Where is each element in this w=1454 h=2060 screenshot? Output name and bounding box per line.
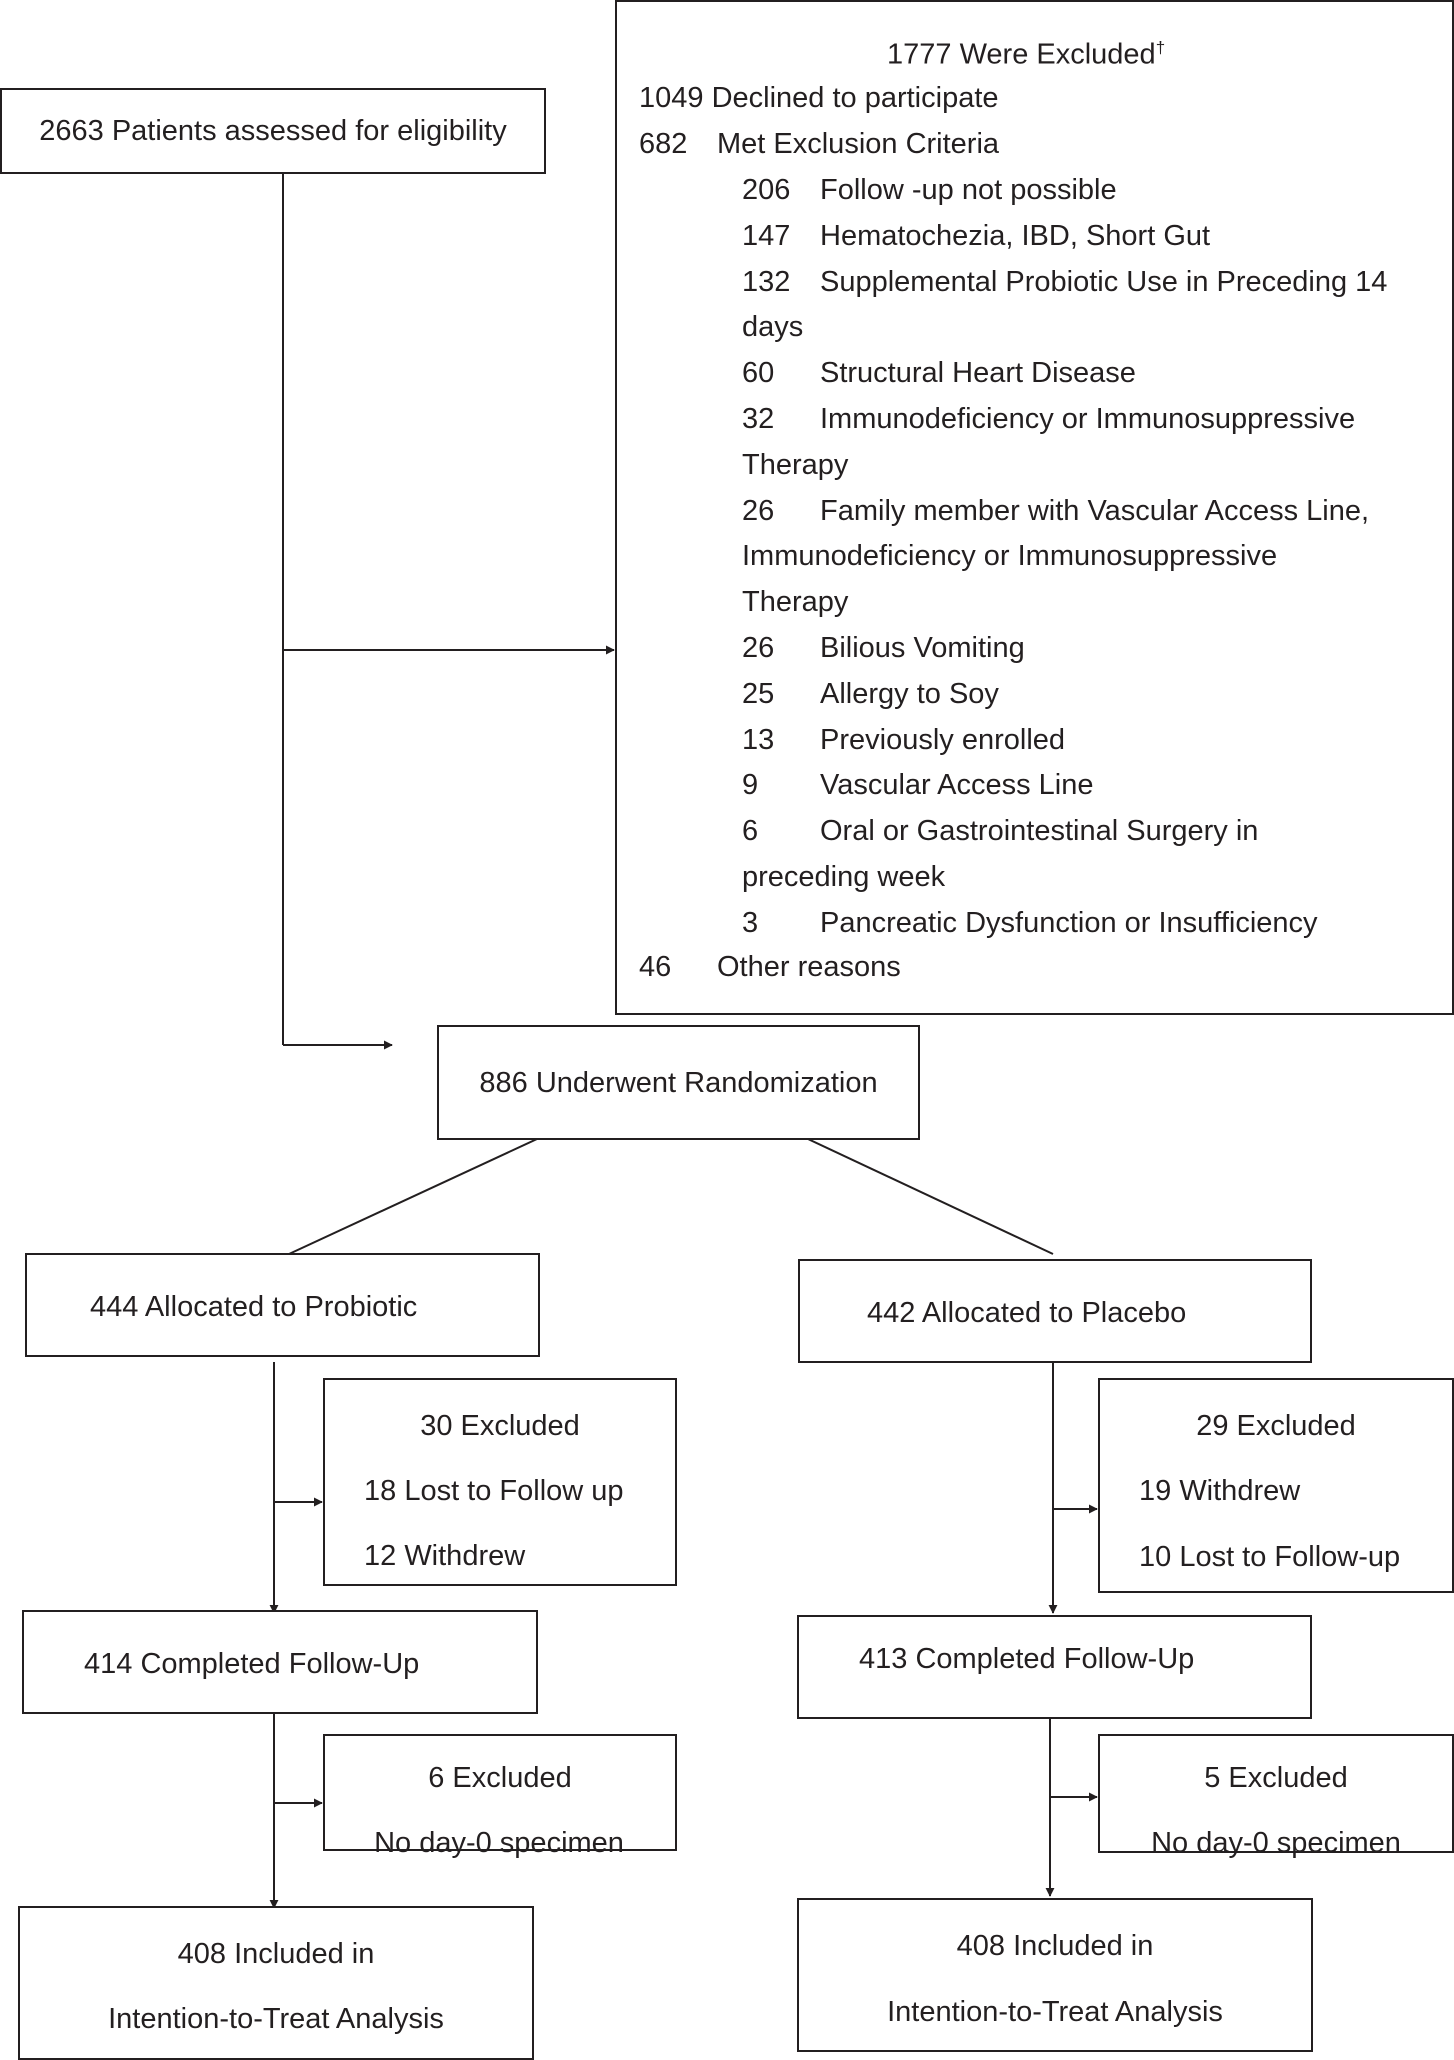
criterion-count: 26	[742, 632, 775, 664]
criterion-count: 9	[742, 769, 759, 802]
criterion-count: 147	[742, 219, 791, 252]
criterion-count: 25	[742, 677, 775, 710]
assessed-box: 2663 Patients assessed for eligibility	[0, 88, 546, 174]
probiotic-included-box: 408 Included in Intention-to-Treat Analy…	[18, 1906, 534, 2060]
other-reasons-label: Other reasons	[717, 951, 901, 983]
probiotic-excluded-box-2: 6 Excluded No day-0 specimen	[323, 1734, 677, 1858]
probiotic-excluded-1-title: 30 Excluded	[420, 1410, 580, 1442]
placebo-excluded-1-line: 19 Withdrew	[1139, 1475, 1301, 1507]
placebo-allocated-label: 442 Allocated to Placebo	[867, 1297, 1187, 1329]
placebo-included-line-2: Intention-to-Treat Analysis	[887, 1996, 1223, 2028]
placebo-excluded-2-line: No day-0 specimen	[1151, 1827, 1401, 1859]
placebo-completed-label: 413 Completed Follow-Up	[859, 1643, 1195, 1675]
criterion-label: Oral or Gastrointestinal Surgery in	[820, 815, 1259, 848]
criterion-label: Allergy to Soy	[820, 677, 999, 710]
probiotic-allocated-label: 444 Allocated to Probiotic	[90, 1291, 418, 1323]
assessed-label: 2663 Patients assessed for eligibility	[39, 115, 507, 147]
criterion-label: Bilious Vomiting	[820, 632, 1025, 664]
probiotic-completed-box: 414 Completed Follow-Up	[22, 1610, 538, 1714]
probiotic-included-line-2: Intention-to-Treat Analysis	[108, 2003, 444, 2035]
criterion-label-continuation: days	[742, 311, 804, 344]
randomization-box: 886 Underwent Randomization	[437, 1025, 920, 1140]
criterion-label-continuation: Immunodeficiency or Immunosuppressive	[742, 540, 1278, 573]
criterion-label: Pancreatic Dysfunction or Insufficiency	[820, 906, 1318, 939]
criterion-count: 60	[742, 357, 775, 390]
probiotic-excluded-2-line: No day-0 specimen	[374, 1827, 624, 1859]
probiotic-excluded-1-line: 18 Lost to Follow up	[364, 1475, 624, 1507]
probiotic-included-line-1: 408 Included in	[177, 1938, 375, 1970]
probiotic-excluded-1-line: 12 Withdrew	[364, 1540, 526, 1572]
excluded-box: 1777 Were Excluded† 1049 Declined to par…	[615, 0, 1454, 1015]
split-line-left	[288, 1138, 538, 1255]
criterion-label: Follow -up not possible	[820, 174, 1117, 206]
dagger-mark: †	[1155, 38, 1166, 57]
criterion-label: Family member with Vascular Access Line,	[820, 494, 1370, 527]
criterion-count: 26	[742, 494, 775, 527]
other-reasons-num: 46	[639, 951, 672, 983]
criterion-label-continuation: Therapy	[742, 586, 849, 619]
placebo-excluded-box-1: 29 Excluded 19 Withdrew 10 Lost to Follo…	[1098, 1378, 1454, 1593]
criterion-count: 3	[742, 906, 759, 939]
criterion-label: Supplemental Probiotic Use in Preceding …	[820, 265, 1388, 298]
placebo-allocated-box: 442 Allocated to Placebo	[798, 1259, 1312, 1363]
split-line-right	[807, 1138, 1054, 1255]
placebo-excluded-1-title: 29 Excluded	[1196, 1410, 1356, 1442]
criterion-count: 32	[742, 403, 775, 435]
placebo-included-line-1: 408 Included in	[956, 1930, 1154, 1962]
probiotic-excluded-box-1: 30 Excluded 18 Lost to Follow up 12 With…	[323, 1378, 677, 1586]
probiotic-excluded-2-title: 6 Excluded	[428, 1762, 572, 1794]
placebo-excluded-box-2: 5 Excluded No day-0 specimen	[1098, 1734, 1454, 1858]
criterion-count: 132	[742, 265, 791, 298]
placebo-excluded-2-title: 5 Excluded	[1204, 1762, 1348, 1794]
placebo-completed-box: 413 Completed Follow-Up	[797, 1615, 1312, 1719]
criterion-count: 6	[742, 815, 759, 848]
randomization-label: 886 Underwent Randomization	[479, 1067, 878, 1099]
criterion-label-continuation: Therapy	[742, 448, 849, 481]
criterion-label: Vascular Access Line	[820, 769, 1094, 802]
criterion-count: 13	[742, 723, 775, 756]
criterion-label-continuation: preceding week	[742, 861, 946, 893]
met-criteria-label: Met Exclusion Criteria	[717, 128, 1000, 160]
criterion-label: Immunodeficiency or Immunosuppressive	[820, 403, 1356, 435]
criterion-label: Hematochezia, IBD, Short Gut	[820, 219, 1211, 252]
placebo-excluded-1-line: 10 Lost to Follow-up	[1139, 1541, 1401, 1573]
criterion-label: Previously enrolled	[820, 723, 1066, 756]
met-criteria-num: 682	[639, 128, 688, 160]
declined-label: 1049 Declined to participate	[639, 82, 999, 114]
criterion-label: Structural Heart Disease	[820, 357, 1136, 390]
excluded-title: 1777 Were Excluded†	[887, 38, 1166, 71]
placebo-included-box: 408 Included in Intention-to-Treat Analy…	[797, 1898, 1313, 2052]
probiotic-allocated-box: 444 Allocated to Probiotic	[25, 1253, 540, 1357]
probiotic-completed-label: 414 Completed Follow-Up	[84, 1648, 420, 1680]
criterion-count: 206	[742, 174, 791, 206]
